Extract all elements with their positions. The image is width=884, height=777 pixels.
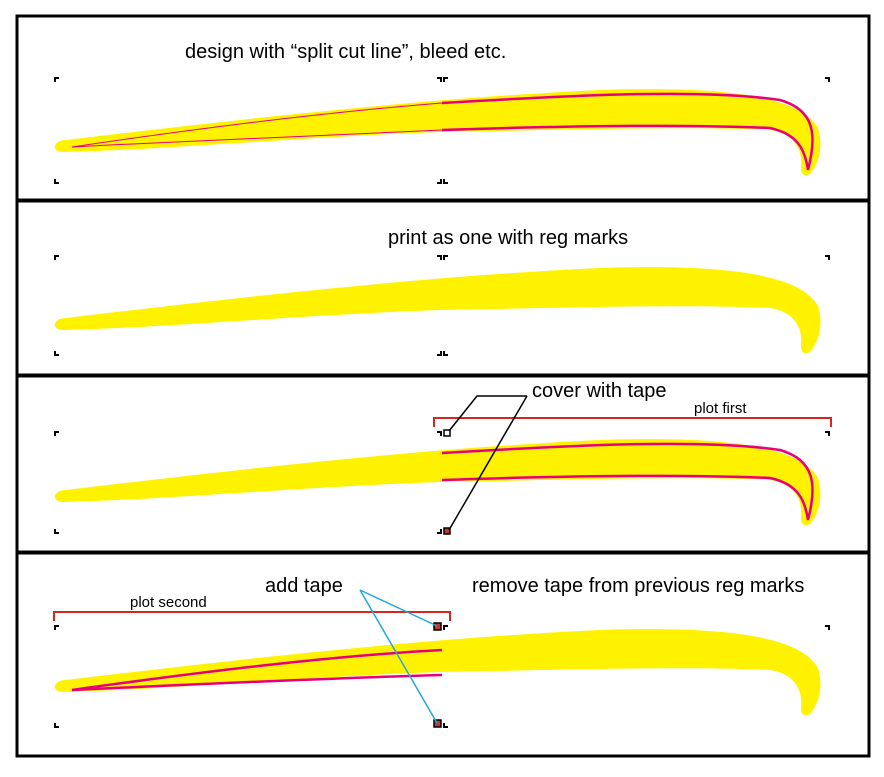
taped-reg-mark [433, 622, 442, 631]
plot-first-bracket [433, 417, 832, 427]
taped-reg-mark [433, 719, 442, 728]
taped-reg-mark [443, 527, 451, 535]
panel-print: print as one with reg marks [15, 199, 871, 377]
panel-design: design with “split cut line”, bleed etc. [15, 14, 871, 202]
remove-tape-note: remove tape from previous reg marks [472, 575, 804, 597]
panel-design-caption: design with “split cut line”, bleed etc. [185, 41, 506, 63]
panel-plot-second: add tape remove tape from previous reg m… [15, 551, 871, 758]
panel-plot-first: cover with tape plot first [15, 374, 871, 554]
panel-print-caption: print as one with reg marks [388, 227, 628, 249]
leader-lines [359, 589, 438, 724]
cover-with-tape-callout: cover with tape [532, 380, 667, 402]
plot-first-label: plot first [694, 400, 747, 417]
leader-lines [448, 395, 528, 531]
plot-second-label: plot second [130, 594, 207, 611]
taped-reg-mark [443, 429, 451, 437]
cut-line-first-half [441, 442, 814, 521]
add-tape-callout: add tape [265, 575, 343, 597]
plot-second-bracket [53, 611, 451, 621]
